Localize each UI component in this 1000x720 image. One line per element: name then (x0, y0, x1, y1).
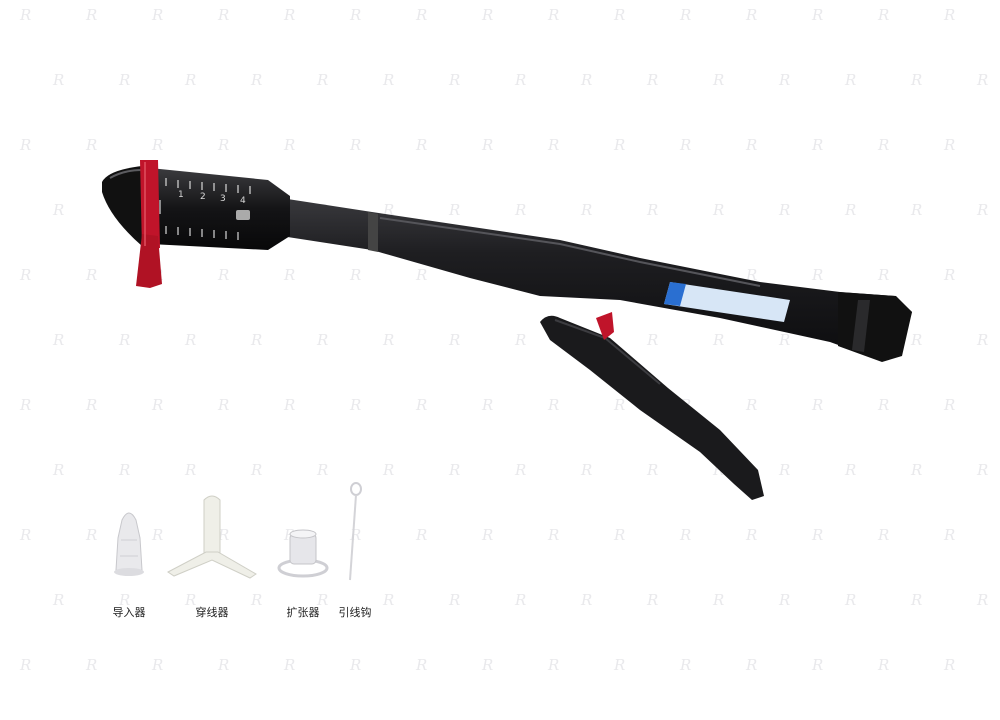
scale-mark-3: 3 (220, 194, 226, 204)
nose-cone (102, 166, 150, 246)
scale-mark-4: 4 (240, 196, 246, 206)
red-release-tab (136, 160, 162, 288)
accessory-label-suture-hook: 引线钩 (338, 606, 372, 619)
scale-mark-2: 2 (200, 192, 206, 202)
obturator (114, 512, 144, 576)
suture-hook (349, 482, 362, 581)
stapler-body (268, 196, 912, 362)
accessory-label-obturator: 导入器 (112, 606, 146, 619)
scale-mark-1: 1 (178, 190, 184, 200)
product-label (664, 282, 790, 322)
threader (167, 495, 257, 579)
stapler-handle (540, 312, 764, 500)
accessory-label-threader: 穿线器 (195, 606, 229, 619)
dilator (277, 529, 329, 578)
scale-markings (159, 178, 251, 240)
accessory-label-dilator: 扩张器 (286, 606, 320, 619)
stapler-head: 1 2 3 4 (150, 168, 290, 250)
